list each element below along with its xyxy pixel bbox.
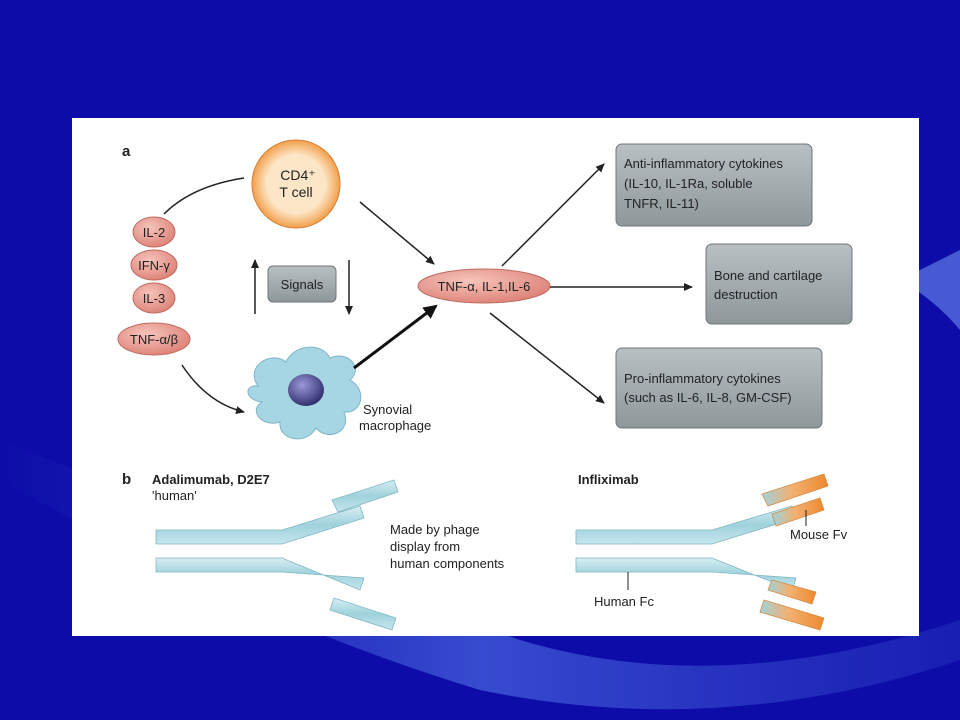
panel-a-label: a bbox=[122, 143, 131, 160]
svg-text:TNF-α, IL-1,IL-6: TNF-α, IL-1,IL-6 bbox=[438, 279, 531, 294]
svg-text:TNFR, IL-11): TNFR, IL-11) bbox=[624, 196, 699, 211]
arrow-center-to-pro bbox=[489, 312, 605, 404]
svg-text:Anti-inflammatory cytokines: Anti-inflammatory cytokines bbox=[624, 156, 783, 171]
arrow-pills-to-macrophage bbox=[181, 364, 245, 414]
cytokine-pill: TNF-α/β bbox=[117, 322, 191, 356]
svg-text:IFN-γ: IFN-γ bbox=[138, 258, 170, 273]
svg-text:T cell: T cell bbox=[279, 184, 312, 200]
arrow-pills-to-tcell bbox=[163, 177, 245, 215]
background-swoosh bbox=[900, 250, 960, 330]
cytokine-pill: IL-3 bbox=[132, 282, 176, 314]
cd4-t-cell: CD4⁺ T cell bbox=[251, 139, 341, 229]
adalimumab-subtitle: 'human' bbox=[152, 488, 197, 503]
central-cytokine-pill: TNF-α, IL-1,IL-6 bbox=[417, 268, 551, 304]
adalimumab-note: Made by phage bbox=[390, 522, 480, 537]
adalimumab-note: display from bbox=[390, 539, 460, 554]
infliximab-antibody bbox=[575, 473, 829, 631]
panel-b-label: b bbox=[122, 471, 131, 488]
svg-text:TNF-α/β: TNF-α/β bbox=[130, 332, 178, 347]
synovial-macrophage: Synovial macrophage bbox=[247, 346, 431, 440]
svg-text:Bone and cartilage: Bone and cartilage bbox=[714, 268, 822, 283]
arrow-macrophage-to-center bbox=[353, 304, 438, 370]
svg-text:Pro-inflammatory cytokines: Pro-inflammatory cytokines bbox=[624, 371, 781, 386]
svg-text:macrophage: macrophage bbox=[359, 418, 431, 433]
svg-text:CD4⁺: CD4⁺ bbox=[280, 167, 315, 183]
infliximab-title: Infliximab bbox=[578, 472, 639, 487]
svg-text:(IL-10, IL-1Ra, soluble: (IL-10, IL-1Ra, soluble bbox=[624, 176, 753, 191]
bone-cartilage-box: Bone and cartilage destruction bbox=[705, 243, 853, 325]
cytokine-pill: IL-2 bbox=[132, 216, 176, 248]
cytokine-diagram: a b IL-2 IFN-γ IL-3 TNF-α/β CD4⁺ T cell … bbox=[117, 139, 853, 631]
svg-text:destruction: destruction bbox=[714, 287, 778, 302]
signals-box: Signals bbox=[267, 265, 337, 303]
pro-inflammatory-box: Pro-inflammatory cytokines (such as IL-6… bbox=[615, 347, 823, 429]
arrow-center-to-anti bbox=[501, 163, 605, 267]
mouse-fv-label: Mouse Fv bbox=[790, 527, 848, 542]
arrow-tcell-to-center bbox=[359, 201, 435, 265]
adalimumab-antibody bbox=[155, 479, 399, 631]
svg-text:IL-2: IL-2 bbox=[143, 225, 165, 240]
adalimumab-title: Adalimumab, D2E7 bbox=[152, 472, 270, 487]
svg-text:IL-3: IL-3 bbox=[143, 291, 165, 306]
svg-text:Signals: Signals bbox=[281, 277, 324, 292]
human-fc-label: Human Fc bbox=[594, 594, 654, 609]
svg-text:(such as IL-6, IL-8, GM-CSF): (such as IL-6, IL-8, GM-CSF) bbox=[624, 390, 792, 405]
svg-text:Synovial: Synovial bbox=[363, 402, 412, 417]
figure-panel: a b IL-2 IFN-γ IL-3 TNF-α/β CD4⁺ T cell … bbox=[72, 118, 919, 636]
adalimumab-note: human components bbox=[390, 556, 505, 571]
cytokine-pill: IFN-γ bbox=[130, 249, 178, 281]
anti-inflammatory-box: Anti-inflammatory cytokines (IL-10, IL-1… bbox=[615, 143, 813, 227]
